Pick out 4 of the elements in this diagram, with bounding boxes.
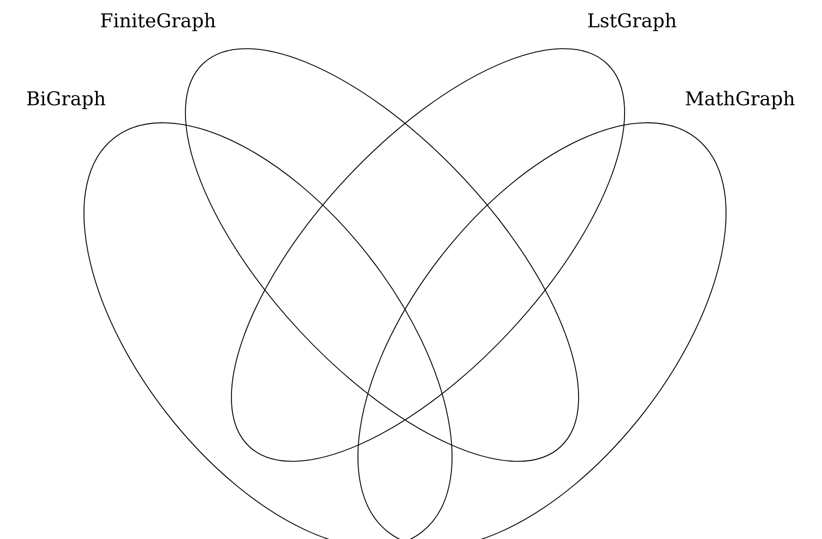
set-label: LstGraph: [588, 12, 676, 32]
set-label: MathGraph: [686, 90, 795, 110]
set-label: FiniteGraph: [101, 12, 216, 32]
set-label: BiGraph: [27, 90, 106, 110]
